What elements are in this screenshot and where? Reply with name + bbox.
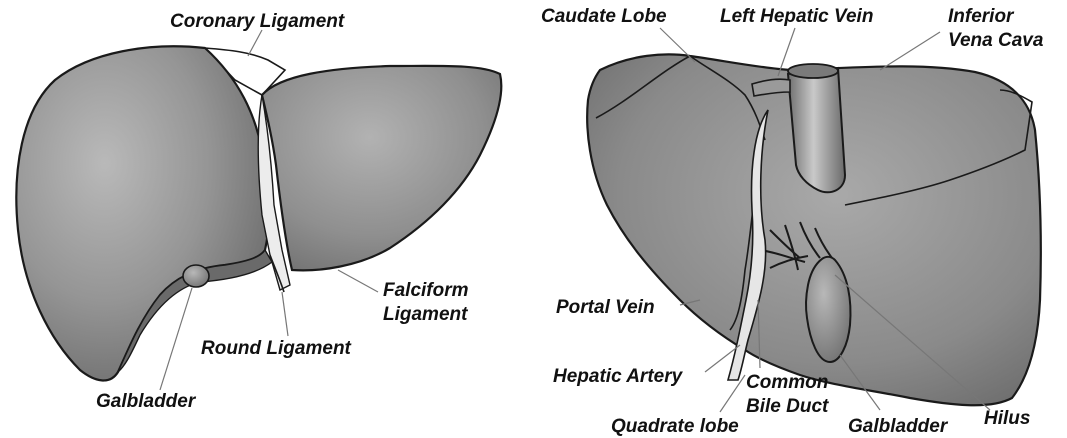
label-hepatic-artery: Hepatic Artery	[553, 366, 684, 387]
label-falciform-ligament-line2: Ligament	[383, 304, 468, 325]
label-left-hepatic-vein: Left Hepatic Vein	[720, 6, 873, 27]
label-gallbladder-anterior: Galbladder	[96, 391, 197, 412]
label-common-bile-duct-line1: Common	[746, 372, 828, 393]
label-caudate-lobe: Caudate Lobe	[541, 6, 667, 27]
label-falciform-ligament-line1: Falciform	[383, 280, 469, 301]
anterior-left-lobe	[262, 66, 501, 271]
label-inferior-vena-cava-line2: Vena Cava	[948, 30, 1044, 51]
label-coronary-ligament: Coronary Ligament	[170, 11, 345, 32]
label-gallbladder-posterior: Galbladder	[848, 416, 949, 437]
label-portal-vein: Portal Vein	[556, 297, 655, 318]
label-inferior-vena-cava-line1: Inferior	[948, 6, 1015, 27]
label-quadrate-lobe: Quadrate lobe	[611, 416, 739, 437]
liver-anterior-view	[16, 46, 501, 380]
label-hilus: Hilus	[984, 408, 1030, 429]
anterior-gallbladder-shape	[183, 265, 209, 287]
label-round-ligament: Round Ligament	[201, 338, 352, 359]
liver-posterior-view	[587, 54, 1041, 405]
label-common-bile-duct-line2: Bile Duct	[746, 396, 829, 417]
